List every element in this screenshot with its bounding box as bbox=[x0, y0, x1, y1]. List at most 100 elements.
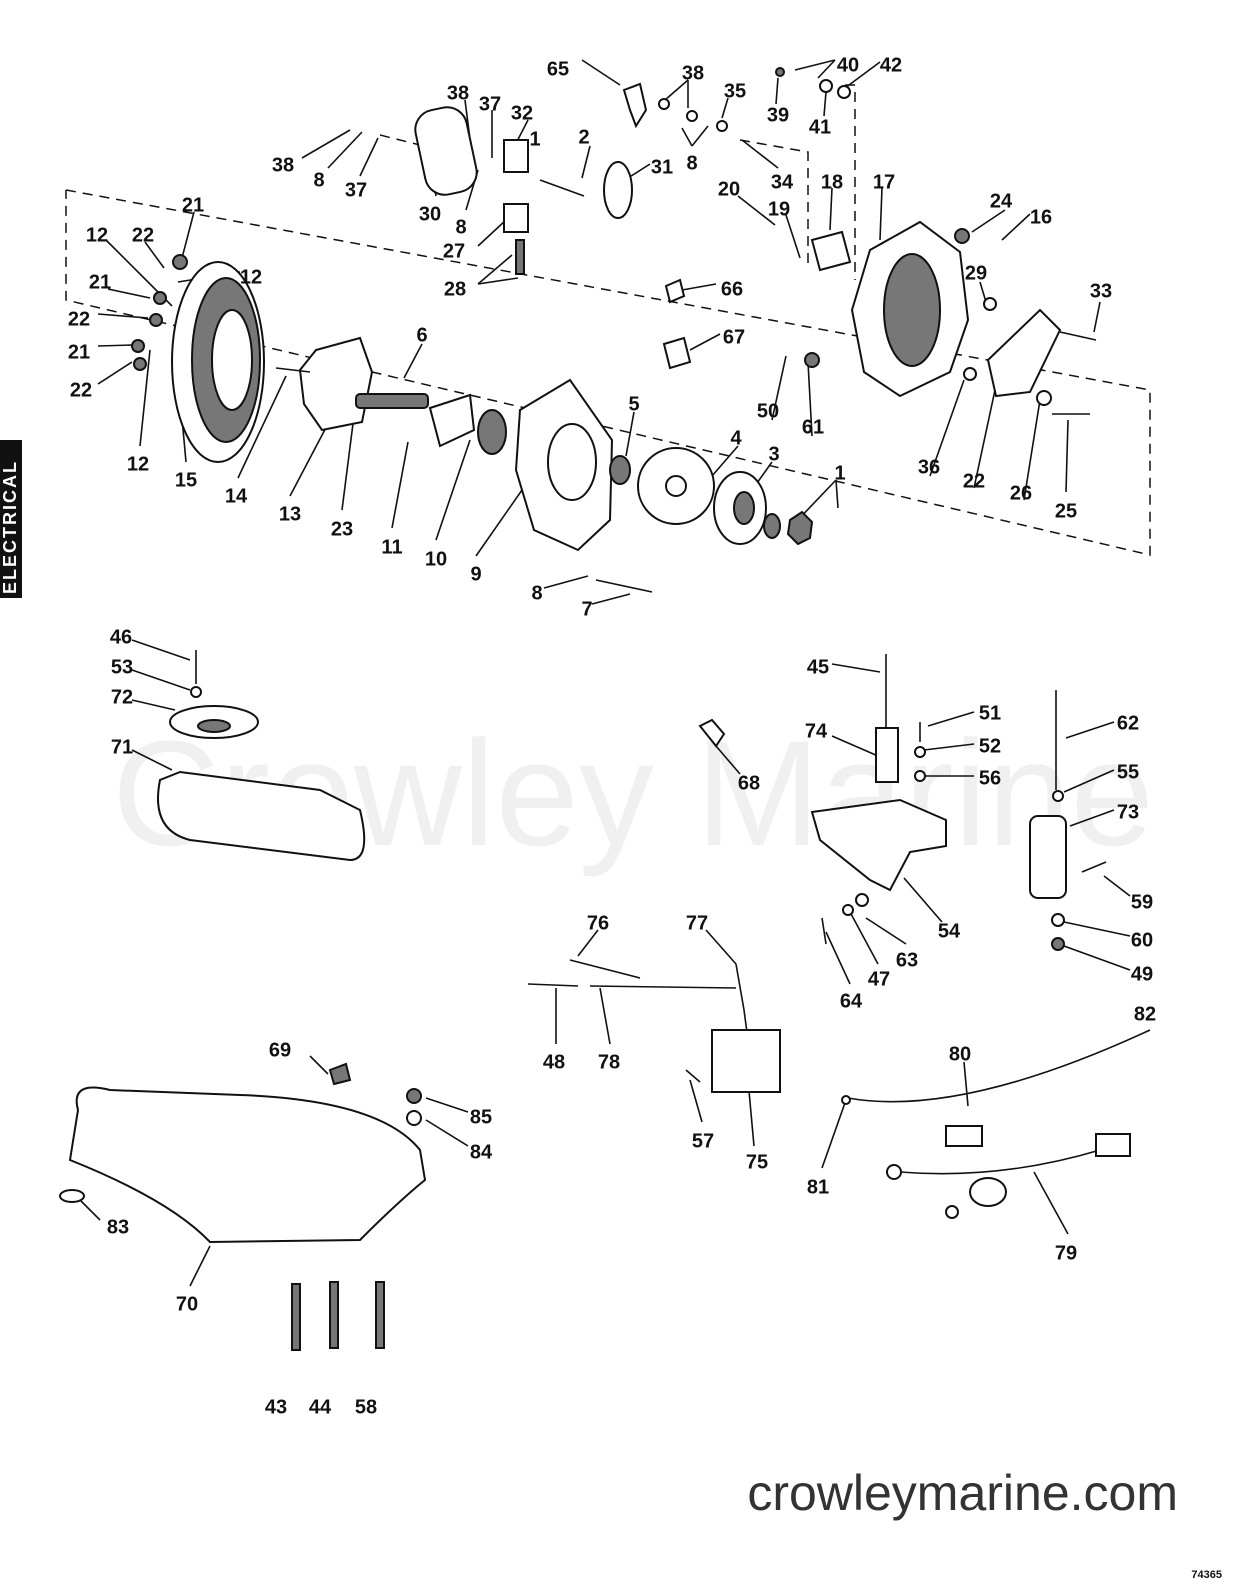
callout-label: 22 bbox=[70, 379, 92, 401]
callout-label: 38 bbox=[682, 62, 704, 84]
callout-label: 21 bbox=[89, 271, 111, 293]
callout-label: 22 bbox=[68, 308, 90, 330]
brush bbox=[503, 203, 529, 233]
spacer-plate bbox=[428, 393, 476, 448]
callout-label: 25 bbox=[1055, 500, 1077, 522]
callout-label: 12 bbox=[240, 266, 262, 288]
small-nut bbox=[775, 67, 785, 77]
rotor bbox=[275, 336, 429, 432]
callout-label: 67 bbox=[723, 326, 745, 348]
callout-label: 12 bbox=[86, 224, 108, 246]
callout-label: 36 bbox=[918, 456, 940, 478]
callout-label: 37 bbox=[345, 179, 367, 201]
callout-label: 43 bbox=[265, 1396, 287, 1418]
drive-end-housing bbox=[514, 378, 614, 552]
regulator-screw bbox=[685, 1069, 701, 1083]
heat-sink-bracket bbox=[986, 308, 1062, 398]
callout-label: 4 bbox=[730, 427, 742, 449]
callout-label: 75 bbox=[746, 1151, 768, 1173]
callout-label: 70 bbox=[176, 1293, 198, 1315]
small-washer bbox=[837, 85, 851, 99]
harness-wire bbox=[899, 1149, 1101, 1175]
callout-label: 63 bbox=[896, 949, 918, 971]
cable-terminal bbox=[841, 1095, 851, 1105]
callout-label: 28 bbox=[444, 278, 466, 300]
callout-label: 79 bbox=[1055, 1242, 1077, 1264]
callout-label: 50 bbox=[757, 400, 779, 422]
stator-nut bbox=[133, 357, 147, 371]
small-washer bbox=[686, 110, 698, 122]
callout-label: 3 bbox=[768, 443, 779, 465]
callout-label: 80 bbox=[949, 1043, 971, 1065]
callout-label: 31 bbox=[651, 156, 673, 178]
bracket-bolt bbox=[821, 917, 827, 945]
stud bbox=[291, 1283, 301, 1351]
callout-label: 27 bbox=[443, 240, 465, 262]
callout-label: 1 bbox=[529, 128, 540, 150]
alternator-bracket bbox=[810, 798, 947, 892]
callout-label: 14 bbox=[225, 485, 248, 507]
ring-terminal bbox=[886, 1164, 902, 1180]
callout-label: 7 bbox=[581, 598, 592, 620]
callout-label: 38 bbox=[272, 154, 294, 176]
stator-nut bbox=[131, 339, 145, 353]
callout-label: 34 bbox=[771, 171, 794, 193]
bracket-washer bbox=[855, 893, 869, 907]
callout-label: 26 bbox=[1010, 482, 1032, 504]
callout-label: 57 bbox=[692, 1130, 714, 1152]
callout-label: 8 bbox=[531, 582, 542, 604]
guard-grommet bbox=[59, 1189, 85, 1203]
terminal-bracket bbox=[810, 230, 852, 272]
callout-label: 64 bbox=[840, 990, 863, 1012]
adjusting-arm bbox=[1029, 815, 1067, 899]
pulley-belt-group bbox=[157, 650, 366, 862]
battery-cable bbox=[847, 1029, 1151, 1103]
fan bbox=[637, 447, 715, 525]
wire-clip-b bbox=[662, 336, 692, 370]
callout-label: 11 bbox=[381, 536, 402, 558]
guard-nut bbox=[406, 1088, 422, 1104]
callout-label: 18 bbox=[821, 171, 843, 193]
callout-label: 68 bbox=[738, 772, 760, 794]
drive-pulley-hub bbox=[197, 719, 231, 733]
regulator-leads bbox=[735, 963, 749, 1041]
callout-label: 51 bbox=[979, 702, 1001, 724]
stator bbox=[171, 261, 265, 463]
callout-label: 83 bbox=[107, 1216, 129, 1238]
belt-guard-group bbox=[59, 1062, 427, 1351]
callout-label: 19 bbox=[768, 198, 790, 220]
callout-label: 69 bbox=[269, 1039, 291, 1061]
alternator-assembly bbox=[131, 67, 1097, 593]
callout-label: 65 bbox=[547, 58, 569, 80]
callout-label: 46 bbox=[110, 626, 132, 648]
bracket-washer bbox=[914, 770, 926, 782]
spacer-sleeve bbox=[875, 727, 899, 783]
callout-label: 8 bbox=[455, 216, 466, 238]
callout-label: 42 bbox=[880, 54, 902, 76]
terminal-connector bbox=[622, 82, 648, 129]
lead-wire bbox=[527, 983, 579, 987]
lead-wire bbox=[589, 985, 737, 989]
arm-washer bbox=[1051, 913, 1065, 927]
stator-nut bbox=[149, 313, 163, 327]
callout-label: 5 bbox=[628, 393, 639, 415]
callout-label: 2 bbox=[578, 126, 589, 148]
pulley-washer bbox=[190, 686, 202, 698]
regulator-group bbox=[527, 959, 781, 1093]
callout-label: 54 bbox=[938, 920, 961, 942]
callout-label: 62 bbox=[1117, 712, 1139, 734]
terminal-stud bbox=[539, 179, 585, 197]
guard-washer bbox=[406, 1110, 422, 1126]
harness-clamp bbox=[698, 718, 726, 748]
callout-label: 21 bbox=[68, 341, 90, 363]
callout-label: 44 bbox=[309, 1396, 332, 1418]
pulley bbox=[713, 471, 767, 545]
callout-label: 15 bbox=[175, 469, 197, 491]
electrical-side-tab: ELECTRICAL bbox=[0, 440, 22, 598]
terminal-boot bbox=[804, 352, 820, 368]
callout-label: 37 bbox=[479, 93, 501, 115]
adjust-washer bbox=[1052, 790, 1064, 802]
callout-label: 77 bbox=[686, 912, 708, 934]
callout-label: 8 bbox=[686, 152, 697, 174]
